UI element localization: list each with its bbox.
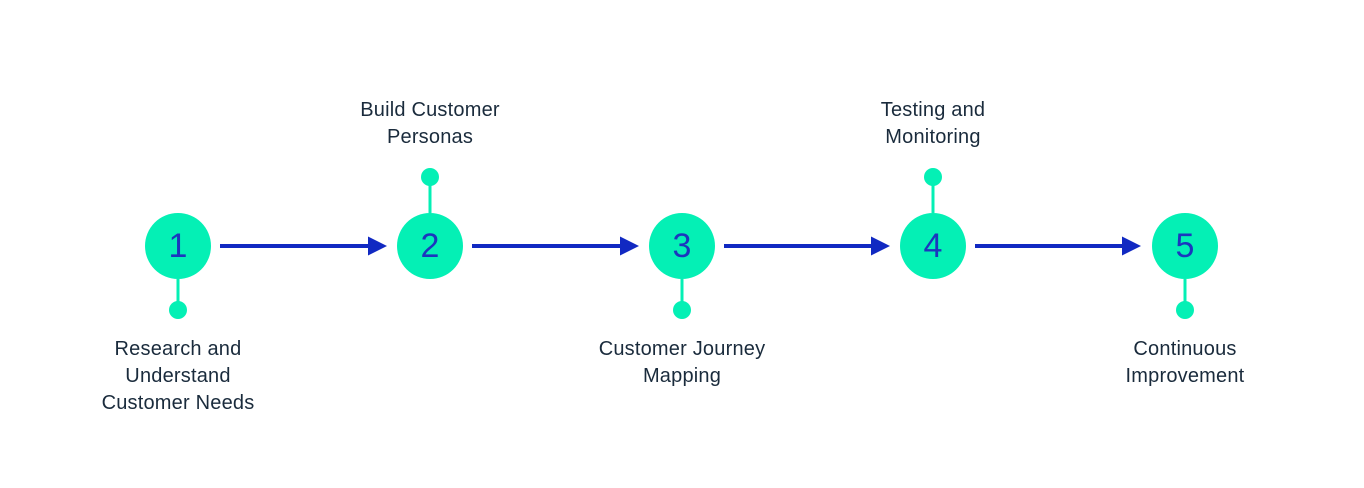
step-2-circle: 2 [397,213,463,279]
step-3-label: Customer Journey Mapping [598,338,766,387]
step-5-connector-dot-icon [1176,301,1194,319]
step-4-number: 4 [923,227,943,265]
step-1-label: Research and Understand Customer Needs [101,338,255,414]
step-1-connector-dot-icon [169,301,187,319]
step-2-connector-dot-icon [421,168,439,186]
step-2-number: 2 [420,227,440,265]
step-3-circle: 3 [649,213,715,279]
step-3-connector-line [680,279,684,310]
arrow-3-icon [724,236,890,256]
step-2-label: Build Customer Personas [360,99,500,148]
step-5-number: 5 [1175,227,1195,265]
step-1-connector-line [176,279,180,310]
step-5-circle: 5 [1152,213,1218,279]
step-5-label: Continuous Improvement [1125,338,1245,387]
step-4-label: Testing and Monitoring [880,99,986,148]
step-3-number: 3 [672,227,692,265]
step-5-connector-line [1183,279,1187,310]
step-4-connector-dot-icon [924,168,942,186]
arrow-2-icon [472,236,639,256]
step-4-connector-line [931,177,935,213]
arrow-4-icon [975,236,1141,256]
step-1-circle: 1 [145,213,211,279]
arrow-1-icon [220,236,387,256]
step-2-connector-line [428,177,432,213]
step-3-connector-dot-icon [673,301,691,319]
step-1-number: 1 [168,227,188,265]
step-4-circle: 4 [900,213,966,279]
